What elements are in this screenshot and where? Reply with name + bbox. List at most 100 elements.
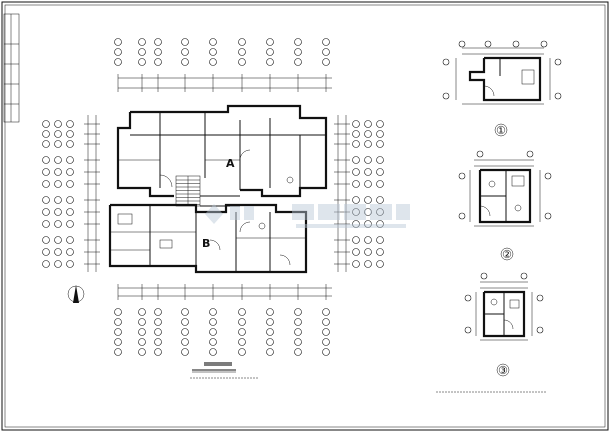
axis-bubble [322, 48, 330, 56]
axis-bubble [42, 140, 50, 148]
axis-bubble [322, 318, 330, 326]
zone-a-label: A [226, 157, 235, 170]
axis-bubble [138, 48, 146, 56]
axis-bubble [352, 236, 360, 244]
axis-bubble [322, 328, 330, 336]
axis-bubble [364, 208, 372, 216]
axis-bubble [266, 58, 274, 66]
top-axis-bubbles [114, 38, 330, 66]
axis-bubble [364, 220, 372, 228]
axis-bubble [209, 328, 217, 336]
axis-bubble [181, 318, 189, 326]
axis-bubble [154, 318, 162, 326]
axis-bubble [209, 318, 217, 326]
axis-bubble [209, 348, 217, 356]
axis-bubble [114, 38, 122, 46]
axis-bubble [238, 328, 246, 336]
axis-bubble [266, 38, 274, 46]
axis-bubble [480, 272, 488, 280]
zone-b-label: B [202, 237, 210, 250]
inner-border [4, 4, 606, 428]
axis-bubble [376, 140, 384, 148]
axis-bubble [266, 308, 274, 316]
axis-bubble [66, 168, 74, 176]
axis-bubble [54, 140, 62, 148]
floor-plan-walls [108, 104, 328, 274]
axis-bubble [54, 196, 62, 204]
axis-bubble [66, 180, 74, 188]
axis-bubble [238, 38, 246, 46]
axis-bubble [42, 156, 50, 164]
axis-bubble [181, 58, 189, 66]
axis-bubble [154, 48, 162, 56]
axis-bubble [181, 328, 189, 336]
axis-bubble [154, 338, 162, 346]
axis-bubble [266, 348, 274, 356]
axis-bubble [294, 328, 302, 336]
axis-bubble [114, 318, 122, 326]
axis-bubble [181, 308, 189, 316]
axis-bubble [364, 130, 372, 138]
axis-bubble [138, 348, 146, 356]
axis-bubble [54, 120, 62, 128]
axis-bubble [114, 58, 122, 66]
axis-bubble [322, 58, 330, 66]
axis-bubble [42, 168, 50, 176]
axis-bubble [352, 208, 360, 216]
axis-bubble [114, 48, 122, 56]
north-arrow-icon [67, 285, 85, 303]
axis-bubble [238, 318, 246, 326]
axis-bubble [66, 120, 74, 128]
axis-bubble [554, 92, 562, 100]
axis-bubble [458, 40, 466, 48]
axis-bubble [54, 156, 62, 164]
axis-bubble [364, 140, 372, 148]
axis-bubble [54, 208, 62, 216]
axis-bubble [138, 328, 146, 336]
axis-bubble [376, 236, 384, 244]
axis-bubble [154, 58, 162, 66]
plan-title [190, 362, 258, 379]
axis-bubble [554, 58, 562, 66]
axis-bubble [376, 260, 384, 268]
axis-bubble [458, 212, 466, 220]
axis-bubble [181, 38, 189, 46]
axis-bubble [209, 58, 217, 66]
detail-3-label: ③ [498, 364, 508, 377]
axis-bubble [54, 236, 62, 244]
axis-bubble [376, 168, 384, 176]
axis-bubble [138, 338, 146, 346]
axis-bubble [294, 48, 302, 56]
axis-bubble [66, 236, 74, 244]
axis-bubble [376, 220, 384, 228]
axis-bubble [54, 168, 62, 176]
axis-bubble [138, 308, 146, 316]
axis-bubble [352, 180, 360, 188]
axis-bubble [376, 208, 384, 216]
axis-bubble [322, 308, 330, 316]
axis-bubble [476, 150, 484, 158]
axis-bubble [54, 248, 62, 256]
left-axis-bubbles [42, 120, 74, 268]
axis-bubble [540, 40, 548, 48]
axis-bubble [464, 294, 472, 302]
axis-bubble [294, 58, 302, 66]
watermark-logo [205, 204, 410, 228]
axis-bubble [464, 326, 472, 334]
axis-bubble [42, 220, 50, 228]
axis-bubble [209, 338, 217, 346]
axis-bubble [352, 156, 360, 164]
axis-bubble [458, 172, 466, 180]
axis-bubble [54, 180, 62, 188]
axis-bubble [364, 196, 372, 204]
axis-bubble [294, 38, 302, 46]
axis-bubble [114, 328, 122, 336]
axis-bubble [376, 180, 384, 188]
axis-bubble [322, 38, 330, 46]
axis-bubble [526, 150, 534, 158]
axis-bubble [512, 40, 520, 48]
detail-2-number [500, 247, 514, 261]
axis-bubble [66, 196, 74, 204]
